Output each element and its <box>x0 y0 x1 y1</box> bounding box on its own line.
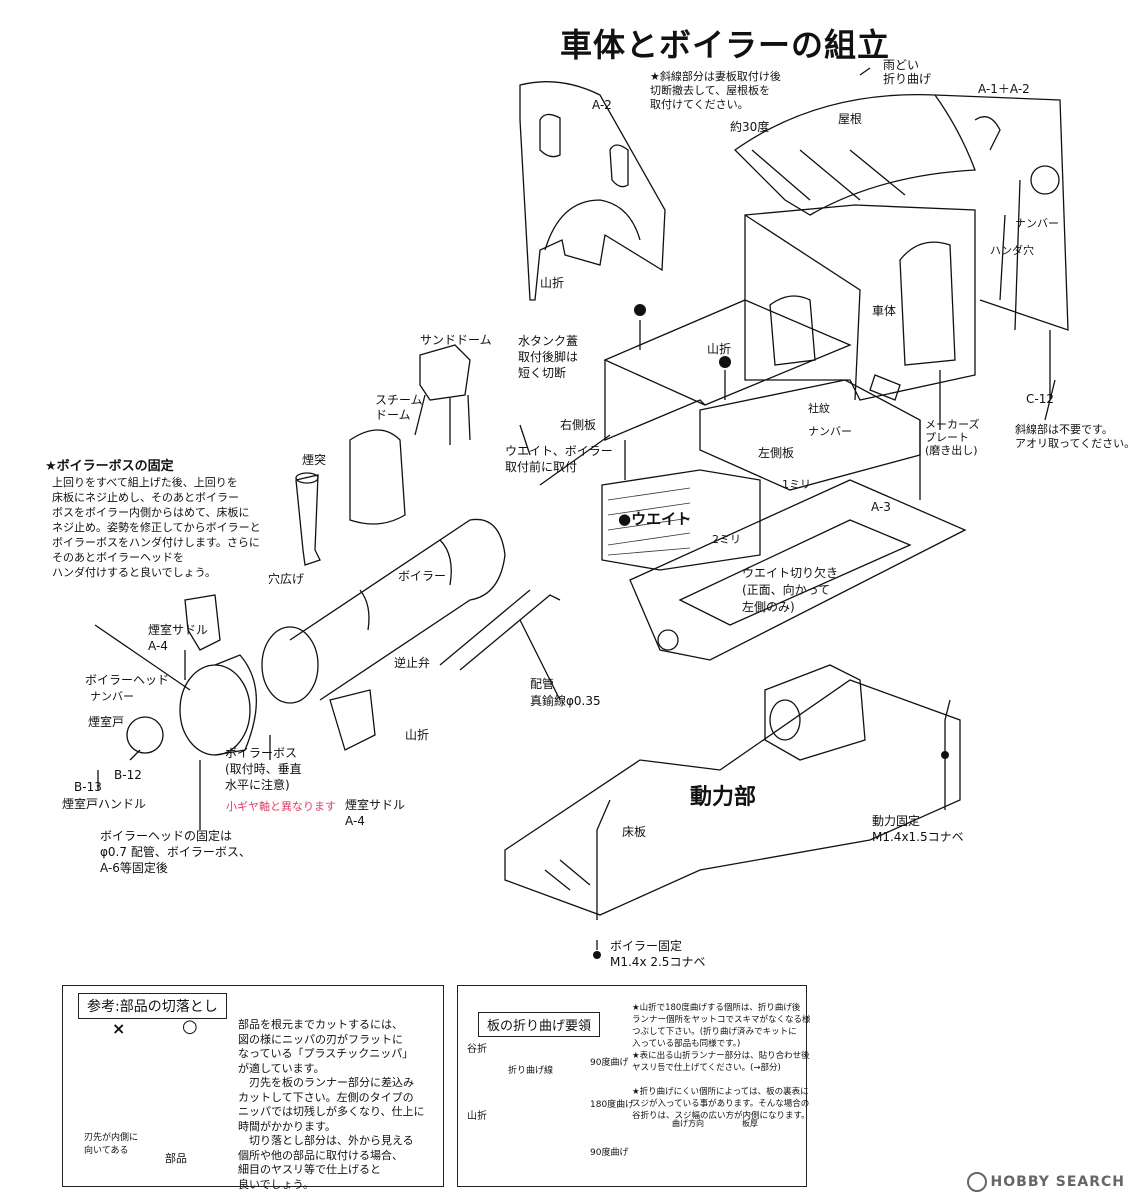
label-bend-line: 折り曲げ線 <box>508 1066 554 1076</box>
mark-x: × <box>112 1019 126 1038</box>
label-weight-notch: ウエイト切り欠き (正面、向かって 左側のみ) <box>742 566 839 614</box>
watermark-logo-icon <box>966 1172 987 1192</box>
label-b12: B-12 <box>114 768 142 782</box>
label-two-mm: 2ミリ <box>712 533 741 546</box>
label-checkvalve: 逆止弁 <box>394 656 431 670</box>
label-solder-hole: ハンダ穴 <box>990 244 1034 257</box>
label-valley: 谷折 <box>467 1044 487 1055</box>
label-boilerhead: ボイラーヘッド <box>85 673 170 687</box>
label-smokebox-door: 煙室戸 <box>88 715 125 729</box>
label-a2: A-2 <box>592 98 612 112</box>
label-number: ナンバー <box>1015 217 1059 230</box>
boss-title: ★ボイラーボスの固定 <box>45 459 174 474</box>
label-piping: 配管 真鍮線φ0.35 <box>530 677 601 708</box>
label-number-2: ナンバー <box>808 425 852 438</box>
label-yamaori-1: 山折 <box>540 276 565 290</box>
label-a3: A-3 <box>871 500 891 514</box>
label-90a: 90度曲げ <box>590 1058 629 1068</box>
label-c12: C-12 <box>1026 392 1054 406</box>
label-boiler-fix: ボイラー固定 M1.4x 2.5コナベ <box>610 939 706 969</box>
part-label: 部品 <box>165 1152 187 1165</box>
bend-notes: ★山折で180度曲げする個所は、折り曲げ後 ランナー個所をヤットコでスキマがなく… <box>632 1003 811 1121</box>
label-gear-note: 小ギヤ軸と異なります <box>226 800 336 813</box>
mark-o: ○ <box>182 1016 198 1037</box>
label-bend-dir: 曲げ方向 <box>672 1119 704 1128</box>
label-right-side: 右側板 <box>560 418 597 432</box>
label-hole: 穴広げ <box>268 572 305 586</box>
label-chimney: 煙突 <box>302 453 327 467</box>
watermark: HOBBY SEARCH <box>966 1172 1125 1192</box>
label-180: 180度曲げ <box>590 1100 635 1110</box>
label-approx30: 約30度 <box>730 120 770 134</box>
label-slant-unneeded: 斜線部は不要です。 アオリ取ってください。 <box>1015 423 1136 450</box>
reference-text: 部品を根元までカットするには、 図の様にニッパの刃がフラットに なっている「プラ… <box>238 1018 425 1191</box>
label-yamaori-3: 山折 <box>405 728 430 742</box>
label-shamon: 社紋 <box>808 402 830 415</box>
label-number-3: ナンバー <box>90 690 134 703</box>
label-boilerboss: ボイラーボス (取付時、垂直 水平に注意) <box>225 746 302 792</box>
label-weight-note: ウエイト、ボイラー 取付前に取付 <box>505 444 613 474</box>
label-roof: 屋根 <box>838 112 863 126</box>
label-amadoi: 雨どい 折り曲げ <box>883 58 932 86</box>
slant-note: ★斜線部分は妻板取付け後 切断撤去して、屋根板を 取付けてください。 <box>650 70 781 111</box>
label-90b: 90度曲げ <box>590 1148 629 1158</box>
label-watertank: 水タンク蓋 取付後脚は 短く切断 <box>518 334 579 380</box>
label-saddle-1: 煙室サドル A-4 <box>148 623 209 653</box>
label-thickness: 板厚 <box>742 1119 758 1128</box>
label-sanddome: サンドドーム <box>420 333 492 347</box>
label-door-handle: 煙室戸ハンドル <box>62 797 147 811</box>
label-one-mm: 1ミリ <box>782 478 811 491</box>
reference-heading: 参考:部品の切落とし <box>78 993 227 1019</box>
label-weight: ●ウエイト <box>618 510 692 528</box>
label-b13: B-13 <box>74 780 102 794</box>
label-boiler: ボイラー <box>398 569 447 583</box>
label-saddle-2: 煙室サドル A-4 <box>345 798 406 828</box>
label-a1a2: A-1＋A-2 <box>978 82 1030 96</box>
label-power: 動力部 <box>690 785 757 810</box>
blade-note: 刃先が内側に 向いてある <box>84 1133 139 1156</box>
label-head-fix: ボイラーヘッドの固定は φ0.7 配管、ボイラーボス、 A-6等固定後 <box>100 829 251 875</box>
label-power-fix: 動力固定 M1.4x1.5コナベ <box>872 814 964 844</box>
label-mountain: 山折 <box>467 1111 487 1122</box>
label-body: 車体 <box>872 304 897 318</box>
boss-text: 上回りをすべて組上げた後、上回りを 床板にネジ止めし、そのあとボイラー ボスをボ… <box>52 476 261 579</box>
label-steamdome: スチーム ドーム <box>375 393 423 422</box>
page-title: 車体とボイラーの組立 <box>560 26 891 64</box>
bend-heading: 板の折り曲げ要領 <box>478 1012 601 1037</box>
label-makers: メーカーズ プレート (磨き出し) <box>925 418 980 457</box>
watermark-text: HOBBY SEARCH <box>990 1174 1125 1190</box>
label-floor: 床板 <box>622 825 647 839</box>
label-left-side: 左側板 <box>758 446 795 460</box>
label-yamaori-2: 山折 <box>707 342 732 356</box>
